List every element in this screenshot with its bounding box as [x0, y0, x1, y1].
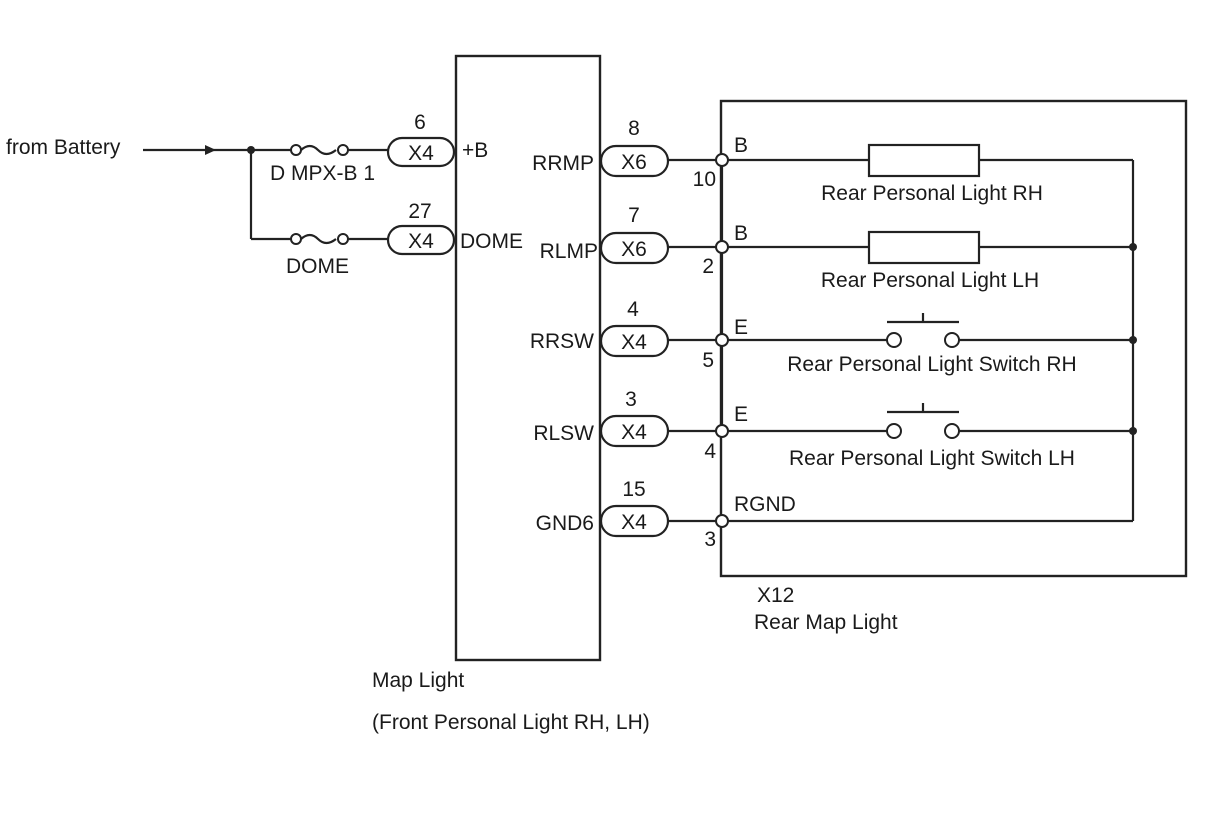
ground-junction-dot-4	[1129, 427, 1137, 435]
fuse-label-d-mpx-b1: D MPX-B 1	[270, 162, 375, 185]
svg-text:X6: X6	[621, 238, 647, 261]
output-connector-gnd6: X4	[599, 504, 670, 538]
output-connector-rrmp: X6	[599, 144, 670, 178]
output-pin-3: 3	[625, 388, 637, 411]
terminal-gnd6: GND6	[536, 512, 594, 535]
rear-personal-light-rh-resistor	[867, 143, 981, 178]
svg-text:X6: X6	[621, 151, 647, 174]
rear-personal-light-switch-lh-label: Rear Personal Light Switch LH	[789, 447, 1075, 470]
rear-pin-4: 4	[704, 440, 716, 463]
ground-junction-dot-3	[1129, 336, 1137, 344]
rear-terminal-b-2: B	[734, 222, 748, 245]
fuse-dome	[251, 233, 388, 245]
rear-pin-5: 5	[702, 349, 714, 372]
fuse-d-mpx-b1	[251, 144, 388, 156]
rear-pin-10: 10	[693, 168, 716, 191]
map-light-title: Map Light	[372, 669, 464, 692]
output-connector-rrsw: X4	[599, 324, 670, 358]
input-connector-plusb: X4	[386, 136, 456, 168]
rear-personal-light-switch-rh-label: Rear Personal Light Switch RH	[787, 353, 1076, 376]
terminal-plusb: +B	[462, 139, 488, 162]
battery-arrow-icon	[205, 145, 216, 155]
svg-text:X4: X4	[621, 331, 647, 354]
rear-personal-light-lh-resistor	[867, 230, 981, 265]
terminal-circle-e-5	[715, 333, 729, 347]
rear-personal-light-switch-lh	[728, 403, 1133, 439]
svg-text:X4: X4	[621, 511, 647, 534]
svg-text:X4: X4	[621, 421, 647, 444]
rear-personal-light-lh-label: Rear Personal Light LH	[821, 269, 1039, 292]
map-light-box	[454, 54, 602, 662]
input-pin-27: 27	[408, 200, 431, 223]
terminal-rlsw: RLSW	[533, 422, 594, 445]
ground-junction-dot-2	[1129, 243, 1137, 251]
terminal-circle-b-2	[715, 240, 729, 254]
input-pin-6: 6	[414, 111, 426, 134]
output-pin-7: 7	[628, 204, 640, 227]
terminal-circle-e-4	[715, 424, 729, 438]
battery-source-label: from Battery	[6, 136, 121, 159]
rear-personal-light-rh-label: Rear Personal Light RH	[821, 182, 1043, 205]
input-connector-dome: X4	[386, 224, 456, 256]
svg-text:X4: X4	[408, 230, 434, 253]
rear-terminal-e-2: E	[734, 403, 748, 426]
output-connector-rlmp: X6	[599, 231, 670, 265]
rear-personal-light-switch-rh	[728, 313, 1133, 348]
output-pin-4: 4	[627, 298, 639, 321]
fuse-label-dome: DOME	[286, 255, 349, 278]
terminal-circle-rgnd-3	[715, 514, 729, 528]
terminal-dome: DOME	[460, 230, 523, 253]
rear-pin-3: 3	[704, 528, 716, 551]
terminal-rrmp: RRMP	[532, 152, 594, 175]
rear-terminal-rgnd: RGND	[734, 493, 796, 516]
terminal-circle-b-10	[715, 153, 729, 167]
rear-map-light-connector-id: X12	[757, 584, 794, 607]
rear-pin-2: 2	[702, 255, 714, 278]
output-pin-15: 15	[622, 478, 645, 501]
map-light-subtitle: (Front Personal Light RH, LH)	[372, 711, 650, 734]
svg-text:X4: X4	[408, 142, 434, 165]
output-pin-8: 8	[628, 117, 640, 140]
rear-terminal-b-1: B	[734, 134, 748, 157]
rear-map-light-title: Rear Map Light	[754, 611, 898, 634]
terminal-rrsw: RRSW	[530, 330, 594, 353]
rear-terminal-e-1: E	[734, 316, 748, 339]
terminal-rlmp: RLMP	[540, 240, 598, 263]
output-connector-rlsw: X4	[599, 414, 670, 448]
